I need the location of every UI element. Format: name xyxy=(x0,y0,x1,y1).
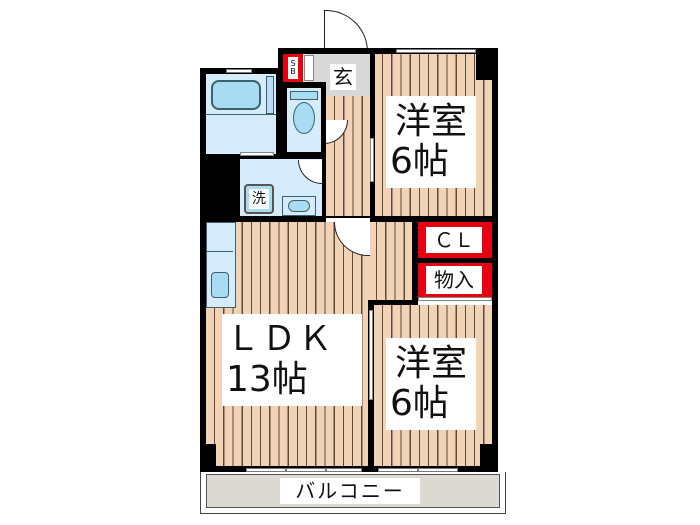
toilet-bowl-icon xyxy=(293,102,315,134)
sink-basin-icon xyxy=(288,200,310,212)
wall-room2-top xyxy=(368,300,418,305)
shoe-box-label-s: S xyxy=(290,59,296,68)
washroom-wall-top xyxy=(236,154,326,159)
western-room-1-label: 洋室 6帖 xyxy=(386,96,476,188)
ldk-window-3 xyxy=(326,468,362,472)
ldk-label-line2: 13帖 xyxy=(226,359,308,400)
shoe-box-label-b: B xyxy=(290,67,296,76)
ldk-window-1 xyxy=(246,468,286,472)
bathtub-icon xyxy=(211,80,261,110)
hall-partition-wall xyxy=(322,94,326,218)
kitchen-sink-icon xyxy=(211,272,229,298)
toilet-tank-icon xyxy=(290,91,318,100)
room2-window-2 xyxy=(418,468,458,472)
room1-window xyxy=(396,49,476,53)
ldk-upper-extension xyxy=(368,222,414,302)
ldk-window-2 xyxy=(286,468,326,472)
ldk-label-line1: ＬＤＫ xyxy=(226,319,334,359)
outer-wall-top-right xyxy=(278,48,498,54)
storage-label: 物入 xyxy=(426,266,482,294)
balcony-label: バルコニー xyxy=(280,478,420,504)
western-room-1-label-line2: 6帖 xyxy=(390,141,449,182)
washroom-entry xyxy=(240,152,274,156)
wall-corner-br xyxy=(480,444,498,472)
outer-wall-left xyxy=(200,68,206,472)
western-room-2-label: 洋室 6帖 xyxy=(386,338,476,430)
washroom-wall-left xyxy=(206,154,240,222)
entrance-label: 玄 xyxy=(330,64,356,90)
western-room-1-label-line1: 洋室 xyxy=(394,101,467,142)
ldk-door-left-edge xyxy=(326,218,370,222)
room2-sliding-door xyxy=(369,310,373,400)
western-room-2-label-line2: 6帖 xyxy=(390,383,449,424)
hallway xyxy=(326,94,370,218)
washroom-label: 洗 xyxy=(249,189,269,209)
shoe-box-label: S B xyxy=(288,57,298,79)
shoe-box-door xyxy=(304,55,314,81)
bathroom-wall-right xyxy=(276,68,282,158)
room1-sliding-door xyxy=(370,138,374,182)
room2-window-1 xyxy=(378,468,418,472)
bathroom-window xyxy=(226,69,252,73)
kitchen-divider xyxy=(207,251,233,252)
wall-corner-bl xyxy=(200,444,216,472)
storage-door xyxy=(418,297,492,301)
ldk-label: ＬＤＫ 13帖 xyxy=(222,314,362,406)
bath-panel xyxy=(266,76,274,114)
entrance-door-swing xyxy=(324,10,368,52)
western-room-2-label-line1: 洋室 xyxy=(394,343,467,384)
storage-divider xyxy=(412,258,498,263)
closet-label: ＣＬ xyxy=(426,227,482,253)
bath-divider xyxy=(206,114,276,115)
wall-corner-tr xyxy=(476,48,498,80)
